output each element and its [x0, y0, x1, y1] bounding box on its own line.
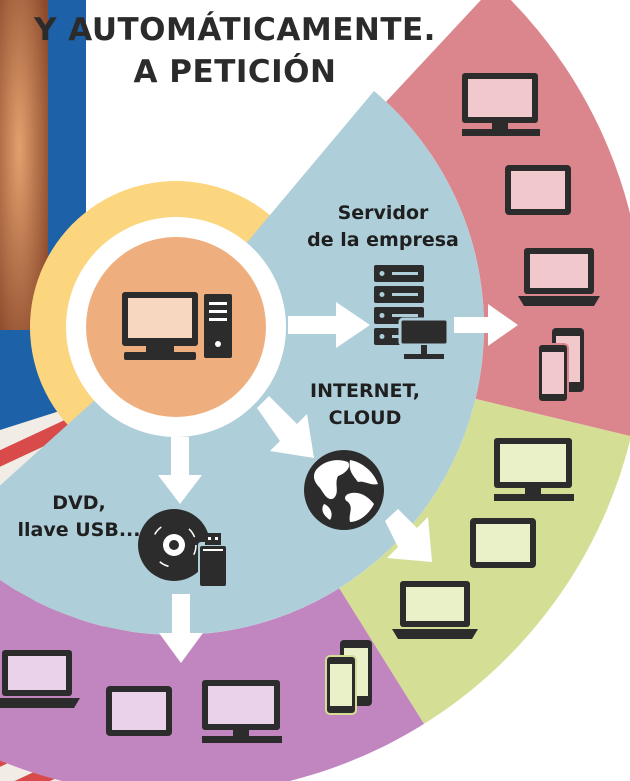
red-laptop-icon [518, 248, 600, 306]
red-phones-icon [537, 328, 584, 403]
internet-label-line-1: INTERNET, [310, 380, 420, 402]
purple-tablet-icon [106, 686, 172, 736]
green-phones-icon [325, 640, 372, 715]
server-label-line-1: Servidor [337, 202, 429, 224]
arrow-to-internet [257, 396, 314, 458]
purple-laptop-icon [0, 650, 80, 708]
title-line-2: A PETICIÓN [133, 54, 337, 90]
red-segment [386, 0, 630, 436]
title-line-1: Y AUTOMÁTICAMENTE. [34, 12, 436, 48]
red-tablet-icon [505, 165, 571, 215]
dvd-label: DVD, llave USB... [4, 490, 154, 544]
green-desktop-monitor-icon [494, 438, 574, 501]
dvd-label-line-2: llave USB... [17, 519, 141, 541]
arrow-to-red-devices [454, 304, 518, 346]
red-desktop-monitor-icon [462, 73, 540, 136]
disc-and-usb-icon [138, 509, 228, 588]
purple-desktop-monitor-icon [202, 680, 282, 743]
arrow-to-dvd [158, 437, 202, 504]
server-label-line-2: de la empresa [307, 229, 459, 251]
dvd-label-line-1: DVD, [52, 492, 106, 514]
green-laptop-icon [392, 581, 478, 639]
globe-icon [304, 450, 384, 530]
server-rack-icon [374, 265, 450, 359]
internet-label-line-2: CLOUD [328, 407, 402, 429]
desktop-computer-icon [122, 292, 232, 360]
arrow-to-server [288, 302, 370, 348]
green-tablet-icon [470, 518, 536, 568]
internet-label: INTERNET, CLOUD [290, 378, 440, 432]
arrow-to-green-devices [385, 509, 432, 562]
arrow-to-purple-devices [159, 594, 203, 663]
server-label: Servidor de la empresa [288, 200, 478, 254]
